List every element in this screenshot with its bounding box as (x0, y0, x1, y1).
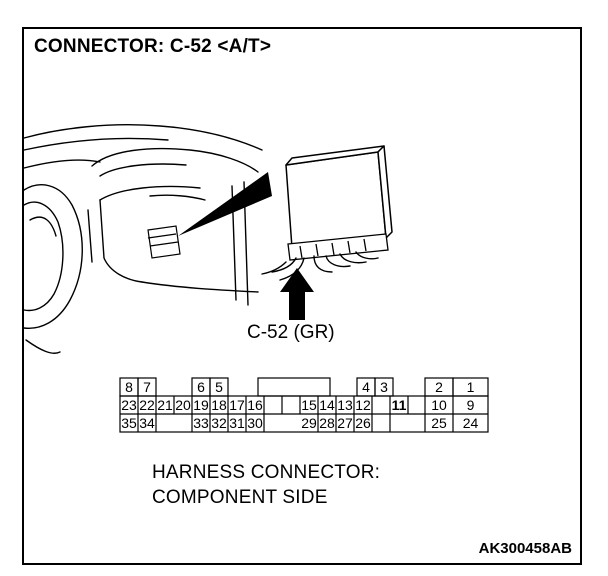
pin-10: 10 (431, 397, 447, 413)
pin-19: 19 (193, 397, 209, 413)
pin-33: 33 (193, 415, 209, 431)
pin-23: 23 (121, 397, 137, 413)
pin-16: 16 (247, 397, 263, 413)
pin-12: 12 (355, 397, 371, 413)
pin-13: 13 (337, 397, 353, 413)
pin-20: 20 (175, 397, 191, 413)
connector-callout-label: C-52 (GR) (247, 322, 335, 343)
pin-27: 27 (337, 415, 353, 431)
pin-6: 6 (197, 379, 205, 395)
pin-14: 14 (319, 397, 335, 413)
pin-2: 2 (435, 379, 443, 395)
pin-3: 3 (380, 379, 388, 395)
pin-31: 31 (229, 415, 245, 431)
pin-21: 21 (157, 397, 173, 413)
harness-caption-line1: HARNESS CONNECTOR: (152, 462, 381, 483)
harness-caption-line2: COMPONENT SIDE (152, 487, 328, 508)
pin-4: 4 (362, 379, 370, 395)
pin-5: 5 (215, 379, 223, 395)
pin-24: 24 (462, 415, 479, 431)
pin-17: 17 (229, 397, 245, 413)
pin-35: 35 (121, 415, 137, 431)
pin-1: 1 (466, 379, 475, 395)
diagram-frame (22, 27, 582, 565)
pin-7: 7 (143, 379, 151, 395)
connector-title: CONNECTOR: C-52 <A/T> (34, 36, 272, 57)
pin-15: 15 (301, 397, 317, 413)
pin-22: 22 (139, 397, 155, 413)
figure-code: AK300458AB (478, 540, 572, 557)
pin-30: 30 (247, 415, 263, 431)
pin-9: 9 (466, 397, 475, 413)
pin-28: 28 (319, 415, 335, 431)
pin-25: 25 (431, 415, 447, 431)
pin-26: 26 (355, 415, 371, 431)
pin-18: 18 (211, 397, 227, 413)
pin-8: 8 (125, 379, 133, 395)
pin-11: 11 (391, 397, 407, 413)
pin-32: 32 (211, 415, 227, 431)
pin-29: 29 (301, 415, 317, 431)
pin-34: 34 (139, 415, 155, 431)
